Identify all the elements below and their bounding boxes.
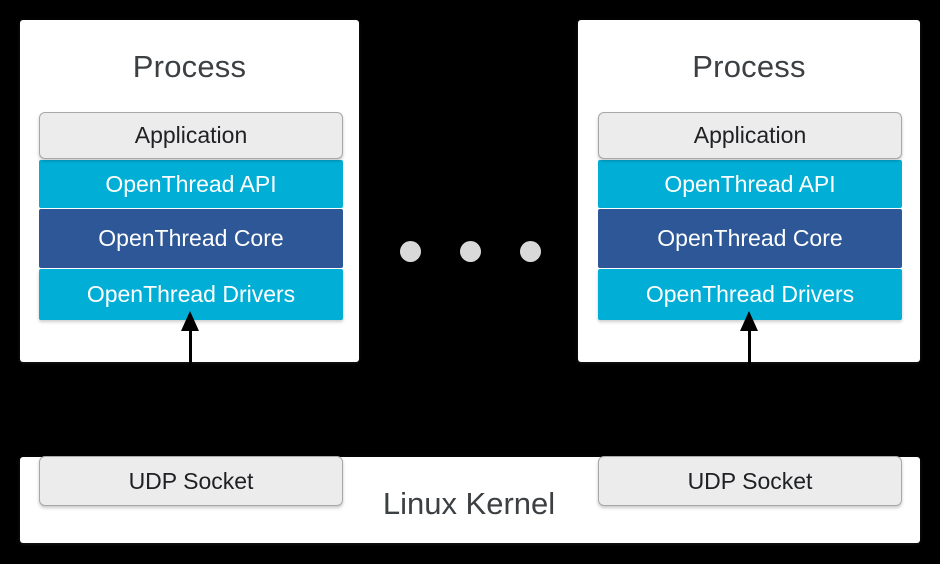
layer-application-left: Application	[39, 112, 343, 159]
layer-openthread-api-right: OpenThread API	[598, 160, 902, 208]
udp-socket-uplink-arrow-right	[739, 311, 761, 365]
udp-socket-box-left: UDP Socket	[39, 456, 343, 506]
arrow-head-up-icon	[740, 311, 758, 331]
udp-socket-uplink-arrow-left	[180, 311, 202, 365]
arrow-head-up-icon	[181, 311, 199, 331]
layer-openthread-core-right: OpenThread Core	[598, 209, 902, 268]
arrow-shaft	[189, 327, 192, 365]
process-title-right: Process	[692, 49, 806, 84]
layer-openthread-api-left: OpenThread API	[39, 160, 343, 208]
linux-kernel-label: Linux Kernel	[382, 486, 556, 521]
more-processes-dot-1	[400, 241, 421, 262]
arrow-shaft	[748, 327, 751, 365]
layer-openthread-core-left: OpenThread Core	[39, 209, 343, 268]
process-title-left: Process	[132, 49, 247, 84]
udp-socket-box-right: UDP Socket	[598, 456, 902, 506]
more-processes-dot-3	[520, 241, 541, 262]
layer-openthread-drivers-right: OpenThread Drivers	[598, 269, 902, 320]
more-processes-dot-2	[460, 241, 481, 262]
layer-application-right: Application	[598, 112, 902, 159]
